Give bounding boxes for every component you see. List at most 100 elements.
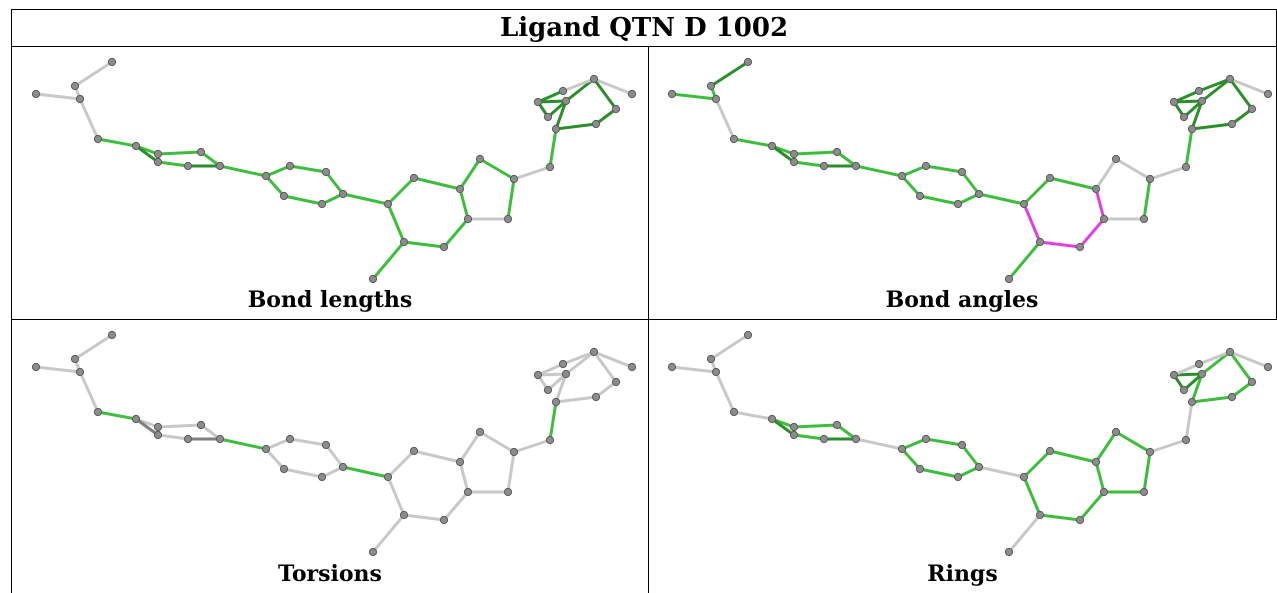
bond — [78, 97, 100, 141]
atom — [974, 189, 984, 199]
bond — [792, 160, 826, 168]
bond — [977, 465, 1026, 479]
atom — [1004, 547, 1014, 557]
bond — [478, 430, 516, 454]
atom — [475, 154, 485, 164]
atom — [1111, 427, 1121, 437]
bond — [561, 350, 596, 366]
bond — [792, 150, 839, 156]
atom — [1197, 96, 1207, 106]
atom — [383, 472, 393, 482]
atom — [439, 515, 449, 525]
bond — [770, 417, 796, 437]
atom — [475, 427, 485, 437]
atom — [789, 149, 799, 159]
atom — [1145, 174, 1155, 184]
atom — [131, 141, 141, 151]
bond — [1048, 176, 1098, 191]
bond — [218, 437, 268, 451]
atom — [1091, 457, 1101, 467]
atom — [1145, 447, 1155, 457]
bond — [900, 447, 922, 471]
atom — [957, 167, 967, 177]
atom — [1111, 154, 1121, 164]
atom — [667, 362, 677, 372]
atom — [1099, 487, 1109, 497]
atom — [183, 161, 193, 171]
bond — [324, 443, 345, 469]
bond — [458, 430, 482, 464]
bond — [714, 97, 736, 141]
atom — [1179, 385, 1189, 395]
bond — [78, 370, 100, 414]
atom — [107, 330, 117, 340]
bond — [442, 217, 470, 249]
bond — [1022, 475, 1042, 517]
atom — [832, 420, 842, 430]
bond — [156, 423, 203, 429]
bond — [592, 350, 618, 384]
atom — [503, 214, 513, 224]
atom — [70, 81, 80, 91]
atom — [1227, 392, 1237, 402]
atom — [31, 89, 41, 99]
atom — [561, 96, 571, 106]
atom — [953, 199, 963, 209]
bond — [156, 433, 190, 441]
bond — [854, 437, 904, 451]
bond — [412, 176, 462, 191]
atom — [153, 149, 163, 159]
atom — [409, 173, 419, 183]
bond — [1230, 380, 1254, 399]
atom — [915, 191, 925, 201]
bond — [854, 164, 904, 178]
bond — [96, 410, 138, 421]
atom — [509, 174, 519, 184]
bond — [264, 437, 292, 451]
atom — [611, 377, 621, 387]
bond — [770, 144, 796, 164]
atom — [789, 157, 799, 167]
atom — [558, 359, 568, 369]
bond — [1228, 350, 1270, 369]
figure-frame: Ligand QTN D 1002 Bond lengths Bond angl… — [11, 9, 1277, 593]
bond — [900, 174, 922, 198]
atom — [1035, 510, 1045, 520]
atom — [789, 422, 799, 432]
bond — [341, 465, 390, 479]
molecule-bond-angles — [667, 57, 1273, 284]
atom — [368, 547, 378, 557]
bond — [960, 170, 981, 196]
bond — [402, 513, 446, 522]
bond — [402, 240, 446, 249]
panel-caption-bond-lengths: Bond lengths — [247, 287, 413, 313]
atom — [706, 354, 716, 364]
bond — [536, 362, 565, 377]
atom — [711, 94, 721, 104]
bond — [324, 170, 345, 196]
atom — [953, 472, 963, 482]
atom — [1045, 446, 1055, 456]
atom — [767, 414, 777, 424]
bond — [1190, 372, 1204, 404]
bond — [1200, 350, 1232, 376]
bond — [458, 187, 470, 221]
bond — [554, 395, 598, 404]
atom — [1197, 369, 1207, 379]
atom — [1225, 347, 1235, 357]
atom — [153, 157, 163, 167]
bond — [218, 164, 268, 178]
bond — [918, 194, 960, 206]
atom — [1035, 237, 1045, 247]
bond — [1190, 122, 1234, 131]
bond — [34, 92, 82, 101]
bond — [1094, 157, 1118, 191]
atom — [729, 134, 739, 144]
bond — [282, 194, 324, 206]
atom — [1247, 377, 1257, 387]
atom — [70, 354, 80, 364]
bond — [442, 490, 470, 522]
atom — [1179, 112, 1189, 122]
atom — [545, 162, 555, 172]
atom — [561, 369, 571, 379]
